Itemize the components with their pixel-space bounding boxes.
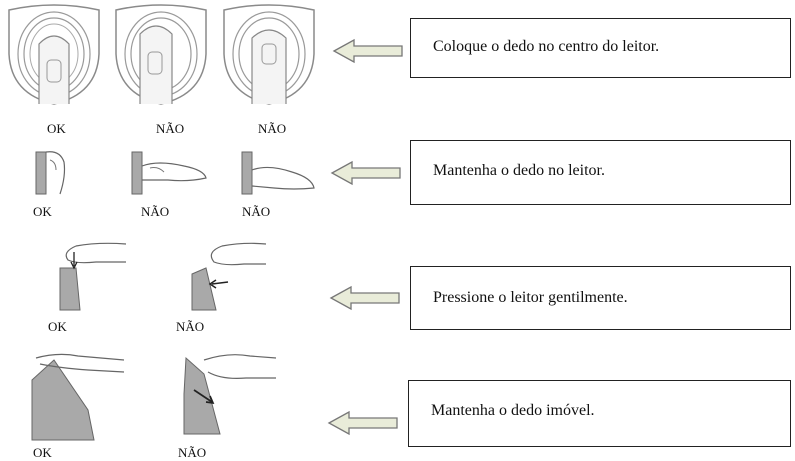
- left-arrow-icon: [329, 285, 400, 311]
- instruction-box-3: Pressione o leitor gentilmente.: [410, 266, 791, 330]
- press-too-hard: [191, 242, 267, 311]
- step3-label-nao: NÃO: [176, 319, 205, 334]
- step4-label-nao: NÃO: [178, 445, 207, 460]
- instruction-text-4: Mantenha o dedo imóvel.: [431, 402, 595, 419]
- reader-top-view-off-center-2: [223, 4, 315, 105]
- finger-still-ok: [31, 353, 125, 441]
- step1-label-ok: OK: [47, 121, 66, 136]
- left-arrow-icon: [327, 410, 398, 436]
- step2-label-ok: OK: [33, 204, 52, 219]
- instruction-text-1: Coloque o dedo no centro do leitor.: [433, 38, 660, 55]
- instruction-box-1: Coloque o dedo no centro do leitor.: [410, 18, 791, 78]
- reader-top-view-off-center-1: [115, 4, 207, 105]
- finger-side-view-tip: [241, 151, 315, 195]
- step3-label-ok: OK: [48, 319, 67, 334]
- instruction-box-4: Mantenha o dedo imóvel.: [408, 380, 791, 447]
- step2-label-nao-1: NÃO: [141, 204, 170, 219]
- step1-label-nao-2: NÃO: [258, 121, 287, 136]
- step1-label-nao-1: NÃO: [156, 121, 185, 136]
- instruction-text-2: Mantenha o dedo no leitor.: [433, 162, 605, 179]
- left-arrow-icon: [330, 160, 401, 186]
- instruction-text-3: Pressione o leitor gentilmente.: [433, 289, 628, 306]
- step2-label-nao-2: NÃO: [242, 204, 271, 219]
- press-gently-ok: [59, 242, 127, 311]
- instruction-box-2: Mantenha o dedo no leitor.: [410, 140, 791, 205]
- finger-side-view-raised: [131, 151, 207, 195]
- finger-side-view-ok: [35, 151, 66, 195]
- left-arrow-icon: [332, 38, 403, 64]
- reader-top-view-ok: [8, 4, 100, 105]
- finger-moving: [183, 354, 277, 435]
- step4-label-ok: OK: [33, 445, 52, 460]
